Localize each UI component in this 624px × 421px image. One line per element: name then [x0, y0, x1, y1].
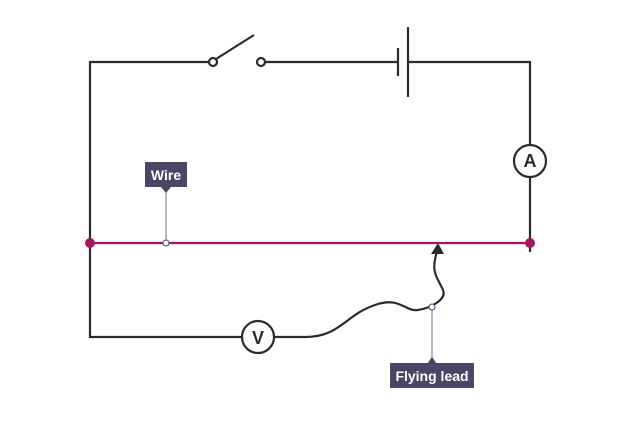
wire-label-anchor	[162, 239, 170, 247]
wire-label-box	[145, 162, 187, 187]
wire-label-tail	[161, 187, 171, 193]
wire-top-right	[408, 60, 532, 144]
wire-bottom-left	[88, 243, 242, 339]
ammeter-symbol: A	[524, 151, 537, 171]
wire-label: Wire	[151, 167, 181, 183]
junction-left	[85, 238, 95, 248]
switch-terminal-right	[255, 56, 267, 68]
flying-lead-label-box	[390, 363, 474, 388]
wire-top-left	[88, 60, 209, 243]
switch-lever	[215, 34, 255, 60]
switch-terminal-left	[207, 56, 219, 68]
flying-lead-label-tail	[427, 357, 437, 364]
flying-lead-arrowhead	[431, 243, 444, 254]
voltmeter-symbol: V	[252, 328, 264, 348]
flying-lead	[274, 251, 445, 339]
flying-lead-label-anchor	[428, 303, 436, 311]
junction-right	[525, 238, 535, 248]
flying-lead-label: Flying lead	[395, 368, 468, 384]
